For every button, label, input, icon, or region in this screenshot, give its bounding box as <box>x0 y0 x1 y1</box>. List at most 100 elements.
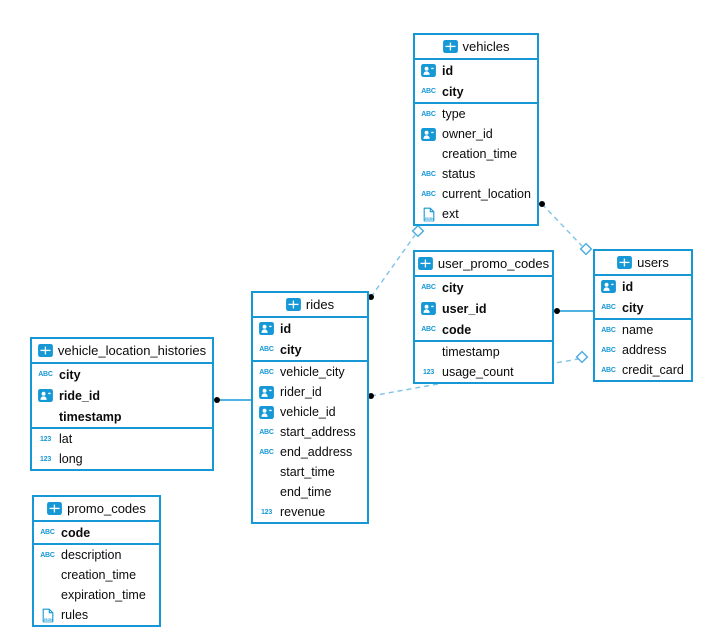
field-name: rider_id <box>280 385 322 399</box>
text-abc-icon: ABC <box>420 111 437 118</box>
field-name: expiration_time <box>61 588 146 602</box>
field-name: revenue <box>280 505 326 519</box>
table-icon <box>418 257 433 270</box>
person-id-icon <box>421 128 436 141</box>
field-name: ext <box>442 207 459 221</box>
text-abc-icon: ABC <box>601 366 616 374</box>
table-icon <box>443 40 458 53</box>
table-icon <box>617 256 632 269</box>
many-end-dot-marker <box>368 294 374 300</box>
clock-icon <box>41 569 54 582</box>
person-id-icon <box>259 322 274 335</box>
field-name: timestamp <box>442 345 500 359</box>
text-abc-icon: ABC <box>420 171 437 178</box>
field-name: creation_time <box>442 147 518 161</box>
clock-icon <box>39 589 56 602</box>
field-name: long <box>59 452 83 466</box>
many-end-dot-marker <box>554 308 560 314</box>
field-row: rules <box>34 605 159 625</box>
many-end-dot-marker <box>539 201 545 207</box>
field-row: ABC credit_card <box>595 360 691 380</box>
text-abc-icon: ABC <box>600 367 617 374</box>
field-row: ABC city <box>253 339 367 360</box>
clock-icon <box>260 466 273 479</box>
number-123-icon: 123 <box>422 368 435 376</box>
text-abc-icon: ABC <box>40 551 55 559</box>
table-name: rides <box>305 297 335 312</box>
text-abc-icon: ABC <box>37 371 54 378</box>
field-name: current_location <box>442 187 531 201</box>
field-name: credit_card <box>622 363 684 377</box>
person-id-icon <box>421 302 436 315</box>
text-abc-icon: ABC <box>601 326 616 334</box>
table-header: users <box>595 251 691 276</box>
one-end-diamond-marker <box>411 224 425 238</box>
field-name: end_time <box>280 485 332 499</box>
field-row: owner_id <box>415 124 537 144</box>
fields-section: timestamp 123 usage_count <box>415 342 552 382</box>
text-abc-icon: ABC <box>421 284 436 291</box>
field-name: city <box>280 342 302 357</box>
text-abc-icon: ABC <box>258 429 275 436</box>
field-name: id <box>442 63 454 78</box>
field-name: rules <box>61 608 89 622</box>
json-icon <box>420 207 437 222</box>
field-row: end_time <box>253 482 367 502</box>
text-abc-icon: ABC <box>259 368 274 376</box>
person-id-icon <box>258 406 275 419</box>
person-id-icon <box>420 64 437 77</box>
person-id-icon <box>421 64 436 77</box>
many-end-dot-marker <box>368 393 374 399</box>
field-name: user_id <box>442 301 487 316</box>
person-id-icon <box>258 322 275 335</box>
field-name: usage_count <box>442 365 514 379</box>
table-name: vehicles <box>462 39 510 54</box>
clock-icon <box>39 410 52 423</box>
number-123-icon: 123 <box>37 436 54 443</box>
table-header: promo_codes <box>34 497 159 522</box>
clock-icon <box>258 466 275 479</box>
field-name: id <box>622 279 634 294</box>
field-name: ride_id <box>59 388 100 403</box>
field-row: rider_id <box>253 382 367 402</box>
number-123-icon: 123 <box>39 455 52 463</box>
text-abc-icon: ABC <box>420 88 437 95</box>
table-header: user_promo_codes <box>415 252 552 277</box>
table-name: promo_codes <box>67 501 146 516</box>
text-abc-icon: ABC <box>258 449 275 456</box>
clock-icon <box>422 148 435 161</box>
json-icon <box>39 608 56 623</box>
text-abc-icon: ABC <box>421 170 436 178</box>
text-abc-icon: ABC <box>39 552 56 559</box>
field-name: code <box>442 322 472 337</box>
field-name: start_address <box>280 425 356 439</box>
field-name: code <box>61 525 91 540</box>
text-abc-icon: ABC <box>258 369 275 376</box>
text-abc-icon: ABC <box>258 346 275 353</box>
table-header: vehicles <box>415 35 537 60</box>
clock-icon <box>39 569 56 582</box>
text-abc-icon: ABC <box>600 347 617 354</box>
text-abc-icon: ABC <box>420 284 437 291</box>
